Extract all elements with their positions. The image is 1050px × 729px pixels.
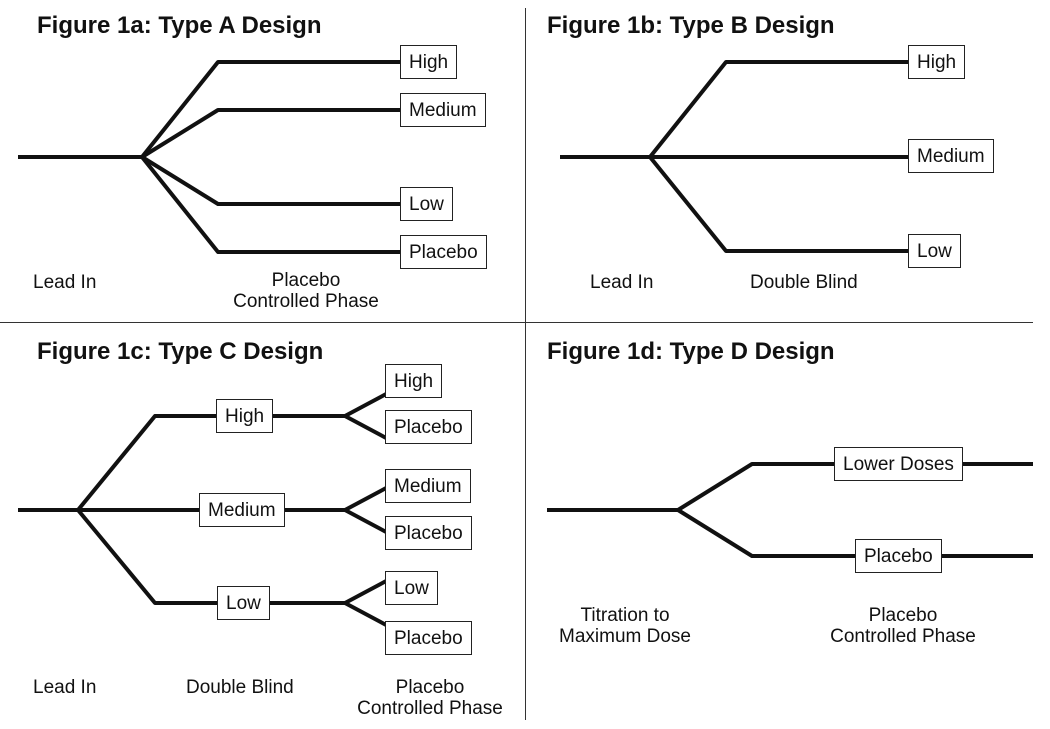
panel-c-placebo-label: Placebo Controlled Phase [350,677,510,719]
panel-c-second-arm-high: High [385,364,443,398]
panel-c-lead-in-label: Lead In [33,677,97,698]
panel-a-lead-in-label: Lead In [33,272,97,293]
panel-c-placebo-line2: Controlled Phase [357,698,503,719]
panel-d-placebo-label: Placebo Controlled Phase [823,605,983,647]
panel-b-lead-in-label: Lead In [590,272,654,293]
panel-c-placebo-line1: Placebo [395,677,465,698]
panel-d-arm-lower-doses: Lower Doses [834,447,963,481]
horizontal-divider [0,322,1033,323]
panel-c-double-blind-label: Double Blind [186,677,294,698]
panel-c-second-arm-medium: Medium [385,469,471,503]
panel-d-titration-line1: Titration to [580,605,670,626]
panel-d-titration-label: Titration to Maximum Dose [550,605,700,647]
panel-c-first-arm-medium: Medium [199,493,285,527]
panel-c-second-arm-placebo-3: Placebo [385,621,472,655]
panel-c-title: Figure 1c: Type C Design [37,338,324,365]
panel-b-arm-medium: Medium [908,139,994,173]
panel-a-arm-medium: Medium [400,93,486,127]
panel-a-placebo-line2: Controlled Phase [233,291,379,312]
panel-a-placebo-label: Placebo Controlled Phase [226,270,386,312]
panel-d-title: Figure 1d: Type D Design [547,338,835,365]
vertical-divider [525,8,526,720]
panel-b-arm-high: High [908,45,966,79]
panel-c-second-arm-placebo-1: Placebo [385,410,472,444]
panel-b-title: Figure 1b: Type B Design [547,12,835,39]
panel-a-arm-high: High [400,45,458,79]
panel-d-arm-placebo: Placebo [855,539,942,573]
panel-a-arm-low: Low [400,187,453,221]
panel-a-placebo-line1: Placebo [271,270,341,291]
panel-c-second-arm-placebo-2: Placebo [385,516,472,550]
panel-d-placebo-line2: Controlled Phase [830,626,976,647]
panel-c-second-arm-low: Low [385,571,438,605]
panel-d-placebo-line1: Placebo [868,605,938,626]
panel-a-title: Figure 1a: Type A Design [37,12,322,39]
panel-c-first-arm-low: Low [217,586,270,620]
panel-b-arm-low: Low [908,234,961,268]
panel-b-double-blind-label: Double Blind [750,272,858,293]
panel-c-first-arm-high: High [216,399,274,433]
panel-a-arm-placebo: Placebo [400,235,487,269]
panel-d-titration-line2: Maximum Dose [559,626,691,647]
